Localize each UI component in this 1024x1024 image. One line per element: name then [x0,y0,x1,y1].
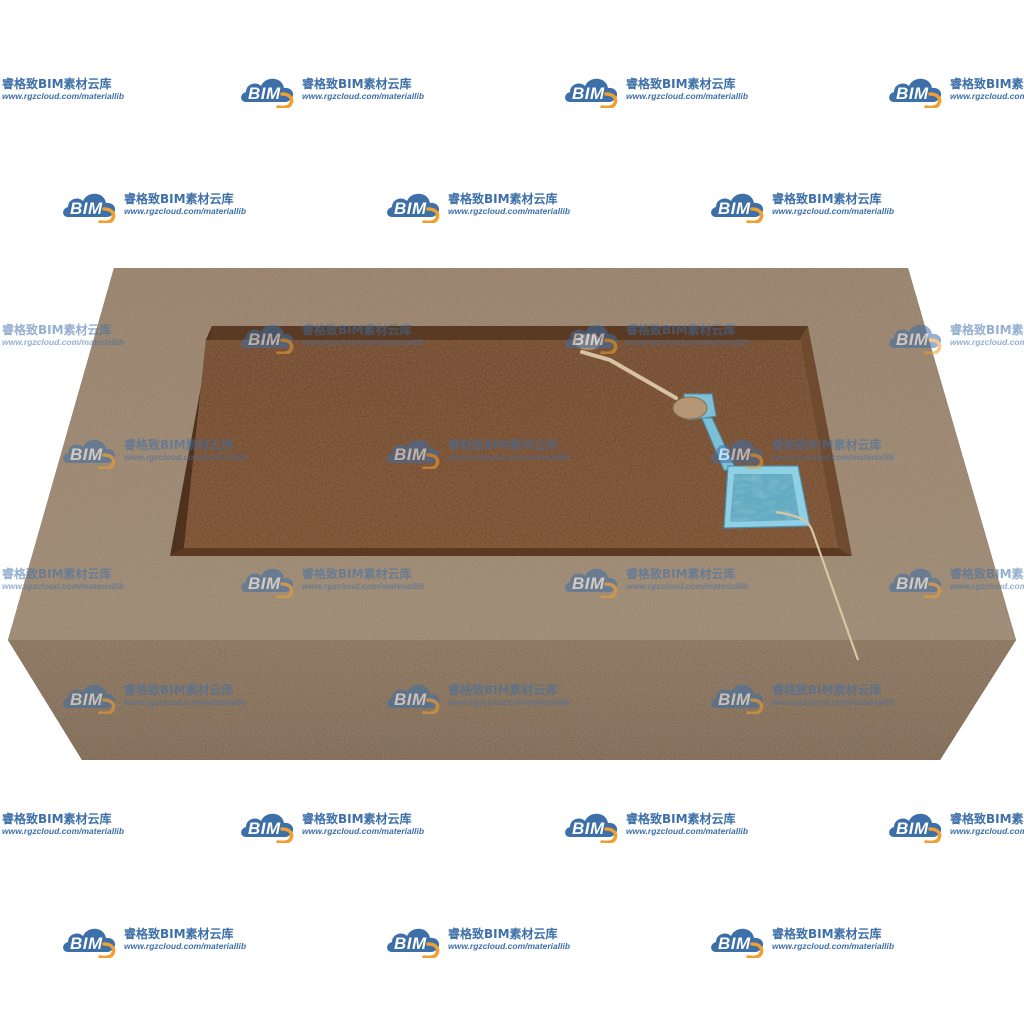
drain-pipe-upper [580,350,678,400]
pit-back-wall [206,326,808,340]
pit-right-wall [800,326,852,556]
middle-chamber-cover [672,396,708,420]
outflow-pipe [775,510,860,661]
upper-well-cover [574,333,602,351]
